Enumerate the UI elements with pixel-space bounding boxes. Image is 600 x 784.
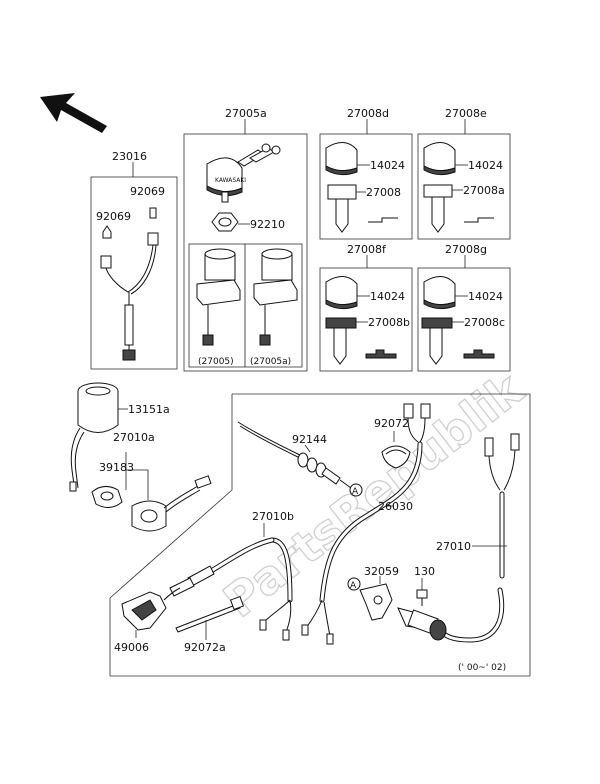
- part-92144: [237, 421, 352, 489]
- label-27005a-top: 27005a: [225, 107, 267, 120]
- label-14024-f: 14024: [370, 290, 405, 303]
- switch-body-27005: [196, 248, 241, 346]
- switch-body-27005a: [253, 248, 298, 346]
- label-23016: 23016: [112, 150, 147, 163]
- svg-text:A: A: [352, 487, 359, 497]
- caption-27005a: (27005a): [250, 357, 291, 367]
- box-27008g: [417, 267, 511, 372]
- box-27005a: [183, 133, 308, 372]
- label-92072a: 92072a: [184, 641, 226, 654]
- label-32059: 32059: [364, 565, 399, 578]
- label-92069-b: 92069: [96, 210, 131, 223]
- key-cut-profile-icon: [464, 217, 494, 223]
- key-cut-profile-icon: [365, 349, 397, 359]
- key-cap-27008d: [325, 142, 358, 176]
- part-39183-clamp: [91, 486, 123, 508]
- label-27008c: 27008c: [464, 316, 505, 329]
- label-14024-g: 14024: [468, 290, 503, 303]
- wire-harness-23016: [100, 207, 159, 361]
- label-27008: 27008: [366, 186, 401, 199]
- key-cap-27008e: [423, 142, 456, 176]
- label-27010b: 27010b: [252, 510, 294, 523]
- svg-text:KAWASAKI: KAWASAKI: [215, 177, 246, 184]
- part-27010b-harness: [169, 537, 293, 641]
- key-cap-27008g: [423, 276, 456, 310]
- label-92072: 92072: [374, 417, 409, 430]
- label-27010: 27010: [436, 540, 471, 553]
- box-27008d: [319, 133, 413, 240]
- key-cut-profile-icon: [463, 349, 495, 359]
- box-27008e: [417, 133, 511, 240]
- part-26030-harness: [301, 403, 431, 645]
- label-27008b: 27008b: [368, 316, 410, 329]
- year-range-note: (' 00~' 02): [458, 663, 506, 673]
- nut-92210: [211, 212, 239, 232]
- part-switch-assembly: [397, 607, 447, 641]
- part-92072-band: [381, 445, 411, 469]
- label-49006: 49006: [114, 641, 149, 654]
- direction-arrow-icon: [40, 93, 107, 133]
- svg-text:A: A: [350, 581, 357, 591]
- label-92210: 92210: [250, 218, 285, 231]
- label-92144: 92144: [292, 433, 327, 446]
- reference-a-marker: A: [347, 577, 361, 591]
- part-130-bolt: [416, 589, 428, 606]
- box-27008f: [319, 267, 413, 372]
- part-32059-bracket: [359, 583, 393, 621]
- part-49006-cover: [121, 587, 181, 631]
- label-92069-a: 92069: [130, 185, 165, 198]
- reference-a-marker: A: [349, 483, 363, 497]
- label-14024-e: 14024: [468, 159, 503, 172]
- caption-27005: (27005): [198, 357, 234, 367]
- key-blade-27008c: [421, 317, 453, 365]
- box-main-harness: [109, 393, 531, 677]
- key-blade-27008b: [325, 317, 357, 365]
- key-blade-27008a: [423, 184, 453, 233]
- key-cut-profile-icon: [368, 217, 398, 223]
- part-13151a: [69, 382, 119, 492]
- label-27008e: 27008e: [445, 107, 487, 120]
- key-blade-27008: [327, 184, 357, 233]
- ignition-key-cap: KAWASAKI: [206, 143, 281, 203]
- label-27010a: 27010a: [113, 431, 155, 444]
- label-27008f: 27008f: [347, 243, 387, 256]
- label-39183: 39183: [99, 461, 134, 474]
- label-26030: 26030: [378, 500, 413, 513]
- box-switch-bodies: [188, 243, 303, 368]
- label-14024-d: 14024: [370, 159, 405, 172]
- label-27008d: 27008d: [347, 107, 389, 120]
- label-27008a: 27008a: [463, 184, 505, 197]
- label-130: 130: [414, 565, 435, 578]
- part-27010a-switch: [131, 475, 212, 532]
- part-92072a-tie: [175, 595, 245, 633]
- key-cap-27008f: [325, 276, 358, 310]
- box-23016: [90, 176, 178, 370]
- label-13151a: 13151a: [128, 403, 170, 416]
- label-27008g: 27008g: [445, 243, 487, 256]
